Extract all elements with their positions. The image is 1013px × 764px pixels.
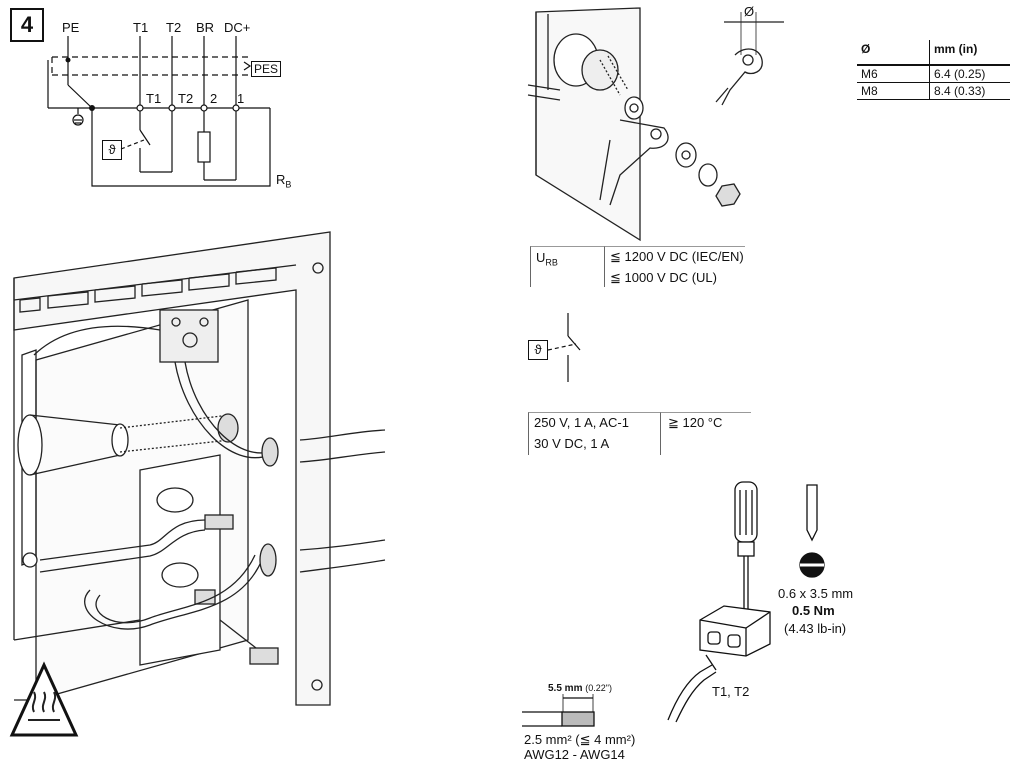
terminal-label: T1, T2 [712, 684, 750, 699]
step-number: 4 [10, 8, 44, 42]
terminal-1: 1 [237, 91, 245, 106]
table-row: M8 8.4 (0.33) [857, 82, 1010, 100]
contact-rating-bracket [528, 412, 661, 455]
pes-label: PES [251, 61, 282, 77]
temperature-bracket [660, 412, 751, 455]
terminal-t1: T1 [146, 91, 162, 106]
contact-rating-dc: 30 V DC, 1 A [534, 436, 610, 451]
voltage-ul: ≦ 1000 V DC (UL) [610, 270, 717, 285]
wire-awg: AWG12 - AWG14 [524, 747, 625, 762]
label-br: BR [196, 20, 215, 35]
label-pe: PE [62, 20, 80, 35]
label-t1: T1 [133, 20, 149, 35]
label-t2: T2 [166, 20, 182, 35]
blade-size: 0.6 x 3.5 mm [778, 586, 854, 601]
voltage-label: URB [536, 250, 558, 268]
table-header-diameter: Ø [857, 40, 930, 66]
switch-temperature: ≧ 120 °C [668, 415, 723, 430]
diameter-symbol: Ø [744, 4, 755, 19]
wire-cross-section: 2.5 mm² (≦ 4 mm²) [524, 732, 636, 747]
strip-length: 5.5 mm (0.22") [548, 683, 612, 694]
voltage-label-bracket [530, 246, 605, 287]
terminal-t2: T2 [178, 91, 194, 106]
thermostat-box: ϑ [102, 140, 122, 160]
voltage-iec: ≦ 1200 V DC (IEC/EN) [610, 249, 744, 264]
table-row: M6 6.4 (0.25) [857, 65, 1010, 83]
torque-imperial: (4.43 lb-in) [784, 621, 847, 636]
voltage-values-bracket [604, 246, 745, 287]
table-header-mm: mm (in) [929, 40, 1010, 66]
rb-label: RB [276, 172, 292, 190]
thermostat-symbol: ϑ [528, 340, 548, 360]
label-dc-plus: DC+ [224, 20, 251, 35]
contact-rating-ac: 250 V, 1 A, AC-1 [534, 415, 629, 430]
screw-size-table: Ø mm (in) M6 6.4 (0.25) M8 8.4 (0.33) [857, 40, 1010, 100]
torque: 0.5 Nm [792, 603, 835, 618]
terminal-2: 2 [210, 91, 218, 106]
